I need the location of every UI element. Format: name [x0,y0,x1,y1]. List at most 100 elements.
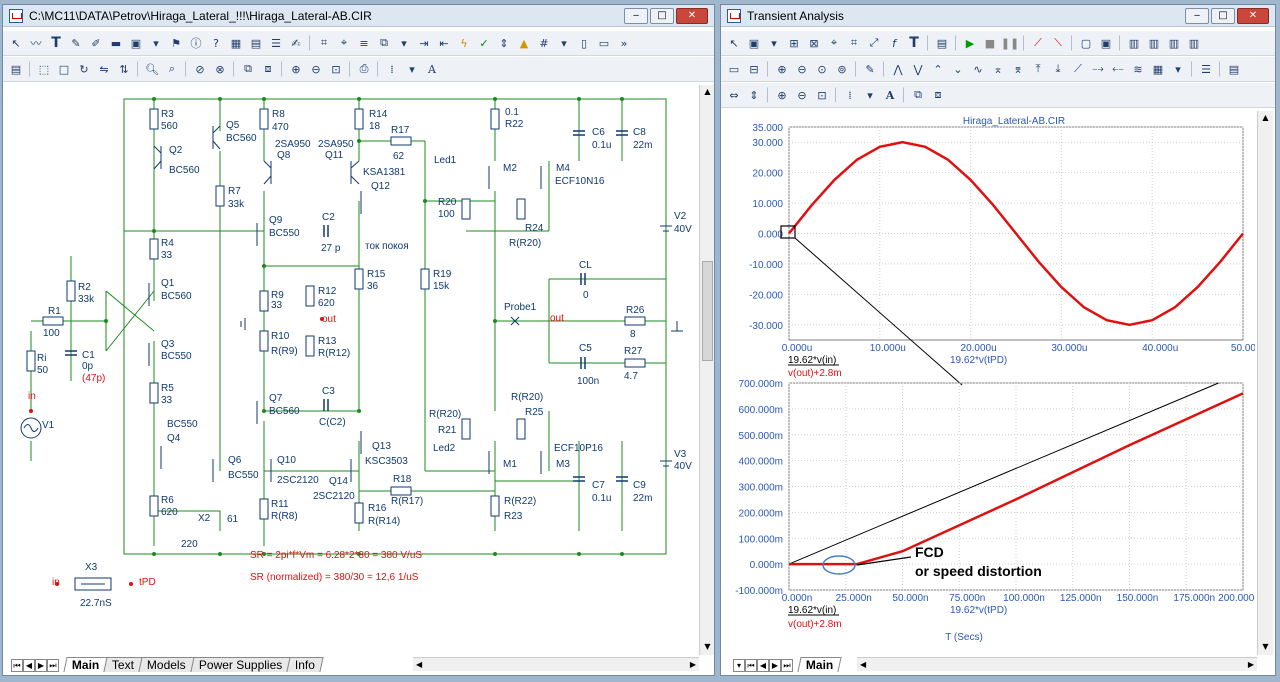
minimize-button[interactable]: ‒ [624,8,648,24]
dropdown-arrow-icon[interactable]: ▾ [771,36,777,50]
find-next-icon[interactable]: ⌕ [168,62,176,75]
font-icon[interactable]: A [885,88,895,102]
grid-dots-icon[interactable]: ⁞ [390,62,394,76]
high-icon[interactable]: ⌃ [933,62,943,76]
dropdown-arrow-icon[interactable]: ▾ [733,659,745,672]
lightning-icon[interactable]: ϟ [460,36,468,50]
component-icon[interactable]: ▣ [130,36,142,50]
tab-main[interactable]: Main [797,657,842,672]
tab-text[interactable]: Text [103,657,143,672]
select-arrow-icon[interactable]: ↖ [729,36,739,50]
panel-icon[interactable]: ▭ [728,62,740,76]
plot-horizontal-scrollbar[interactable]: ◀ ▶ [857,657,1257,671]
stop-icon[interactable]: ⊘ [195,62,205,76]
col3-icon[interactable]: ▥ [1168,36,1180,50]
calc-icon[interactable]: ▦ [1152,62,1164,76]
analysis-titlebar[interactable]: Transient Analysis ‒ □ ✕ [721,5,1275,27]
schematic-vertical-scrollbar[interactable]: ▲ ▼ [699,85,714,655]
check-icon[interactable]: ✓ [479,36,489,50]
stop-icon[interactable]: ■ [984,36,996,50]
run-icon[interactable]: ▶ [965,36,975,50]
pen-icon[interactable]: ✐ [91,36,101,50]
flip-icon[interactable]: ⇅ [119,62,129,76]
maximize-button[interactable]: □ [1211,8,1235,24]
zoom-fit-icon[interactable]: ⊡ [331,62,341,76]
box-icon[interactable]: ▢ [1080,36,1092,50]
dropdown-arrow-icon[interactable]: ▾ [153,36,159,50]
close-button[interactable]: ✕ [1237,8,1269,24]
properties-icon[interactable]: ▤ [10,62,22,76]
plot-vertical-scrollbar[interactable]: ▲ ▼ [1257,111,1273,655]
font-icon[interactable]: A [428,62,436,76]
scroll-left-icon[interactable]: ◀ [416,660,423,669]
next-page-icon[interactable]: ▶ [35,659,47,672]
global-high-icon[interactable]: ⌅ [993,62,1003,76]
node-numbers-icon[interactable]: ⌗ [320,36,328,49]
pause-icon[interactable]: ❚❚ [1000,36,1020,50]
last-page-icon[interactable]: ⏭ [47,659,59,672]
scroll-right-icon[interactable]: ▶ [1247,660,1254,669]
find-icon[interactable]: 🔍︎ [145,62,159,76]
print-icon[interactable]: ⎙ [359,62,369,75]
help-icon[interactable]: ? [213,36,219,50]
next-page-icon[interactable]: ▶ [769,659,781,672]
grid-toggle-icon[interactable]: # [539,36,549,50]
zoom-box-icon[interactable]: ⊠ [809,36,819,50]
zoom-in-icon[interactable]: ⊕ [291,62,301,76]
box-select-icon[interactable]: □ [58,62,70,76]
scroll-up-icon[interactable]: ▲ [1262,113,1269,122]
rotate-icon[interactable]: ↻ [79,62,89,76]
scale-icon[interactable]: ⊞ [789,36,799,50]
scroll-up-icon[interactable]: ▲ [704,87,711,96]
scroll-down-icon[interactable]: ▼ [704,642,711,651]
prev-point-icon[interactable]: ⤌ [1112,62,1124,75]
wire-icon[interactable]: 〰 [30,37,42,50]
zoom-x-icon[interactable]: ⊕ [777,62,787,76]
low-icon[interactable]: ⌄ [953,62,963,76]
box-icon[interactable]: ▤ [250,36,262,50]
schematic-titlebar[interactable]: C:\MC11\DATA\Petrov\Hiraga_Lateral_!!!\H… [3,5,714,27]
attr-icon[interactable]: ≡ [359,36,369,50]
scroll-right-icon[interactable]: ▶ [689,660,696,669]
tab-power-supplies[interactable]: Power Supplies [190,657,292,672]
dropdown-arrow-icon[interactable]: ▾ [409,62,415,76]
dropdown-arrow-icon[interactable]: ▾ [1175,62,1181,76]
select-arrow-icon[interactable]: ↖ [11,36,21,50]
tab-models[interactable]: Models [138,657,195,672]
last-page-icon[interactable]: ⏭ [781,659,793,672]
minimize-button[interactable]: ‒ [1185,8,1209,24]
vertical-align-icon[interactable]: ⇕ [499,36,509,50]
ungroup-icon[interactable]: ⧈ [934,88,942,101]
zoom-in-icon[interactable]: ⊕ [777,88,787,102]
group-icon[interactable]: ⧉ [914,88,922,101]
col4-icon[interactable]: ▥ [1188,36,1200,50]
close-button[interactable]: ✕ [676,8,708,24]
properties-icon[interactable]: ▤ [936,36,948,50]
bus-icon[interactable]: ▬ [110,36,122,50]
maximize-button[interactable]: □ [650,8,674,24]
first-page-icon[interactable]: ⏮ [745,659,757,672]
scroll-down-icon[interactable]: ▼ [1262,642,1269,651]
fit-icon[interactable]: ⇔ [729,88,739,102]
text-tool-icon[interactable]: T [909,35,919,51]
grid-icon[interactable]: ▦ [230,36,242,50]
page-icon[interactable]: ▯ [580,36,588,50]
slope-cursor-icon[interactable]: ⟋ [1074,62,1082,75]
cancel-icon[interactable]: ⊗ [215,62,225,76]
ungroup-icon[interactable]: ⧈ [264,62,272,75]
slope-icon[interactable]: ⟋ [1034,36,1042,49]
info-icon[interactable]: ⓘ [190,37,202,50]
zoom-xy-icon[interactable]: ⊙ [817,62,827,76]
scroll-thumb[interactable] [702,261,713,361]
split-icon[interactable]: ⊟ [749,62,759,76]
fit-vertical-icon[interactable]: ⇕ [749,88,759,102]
next-sim-icon[interactable]: ≋ [1133,62,1143,76]
wire-draw-icon[interactable]: ✎ [71,36,81,50]
dropdown-arrow-icon[interactable]: ▾ [401,36,407,50]
pin-icon[interactable]: ⌖ [340,36,348,49]
graph-icon[interactable]: ⤢ [869,36,879,49]
tab-info[interactable]: Info [286,657,325,672]
top-icon[interactable]: ⤒ [1035,62,1041,75]
prev-page-icon[interactable]: ◀ [23,659,35,672]
